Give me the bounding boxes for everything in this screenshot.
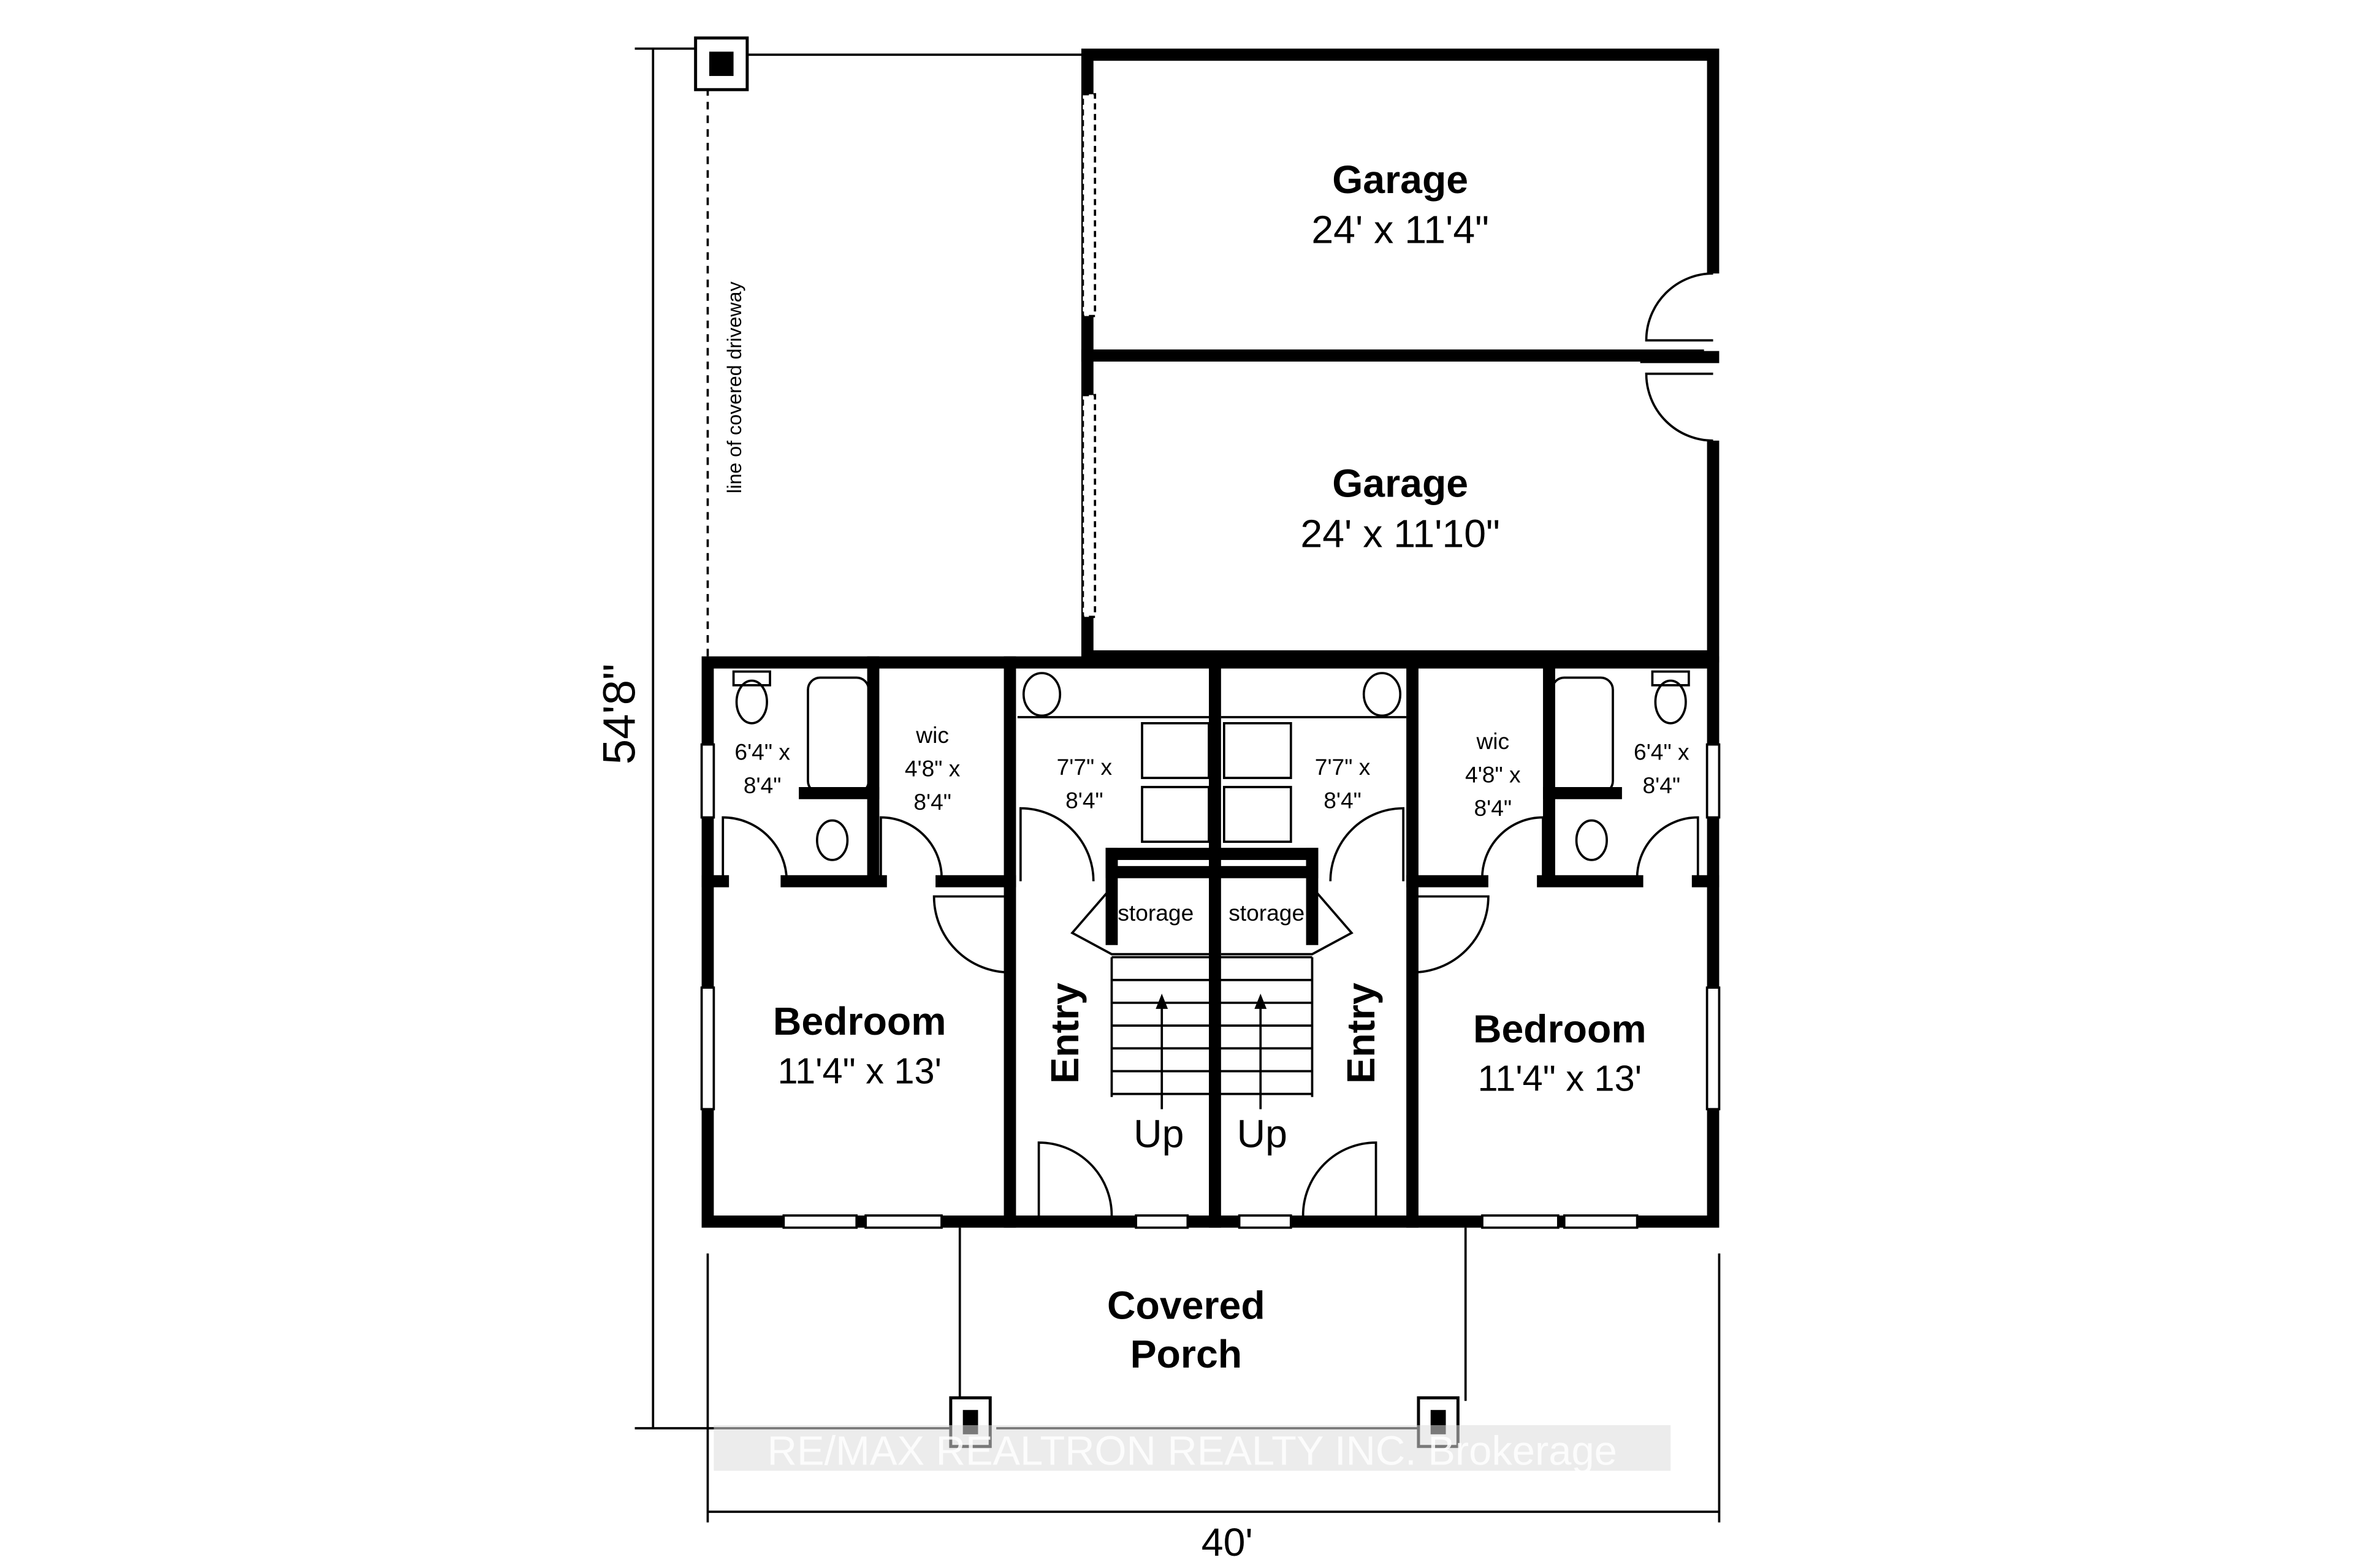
left-wic-name: wic [915,722,949,748]
right-wic-size-1: 4'8" x [1465,762,1521,788]
left-wic-size-1: 4'8" x [905,756,961,782]
width-label: 40' [1202,1520,1253,1564]
left-bath-size-2: 8'4" [744,772,782,798]
garage-2-size: 24' x 11'10" [1300,511,1500,555]
left-storage: storage [1118,900,1194,926]
left-laundry-size-1: 7'7" x [1057,754,1113,780]
width-dimension: 40' [706,1253,1721,1564]
covered-porch: Covered Porch [949,1227,1467,1448]
living-block: storage storage Up Up 6'4" x 8'4" wic 4'… [700,656,1721,1229]
right-wic-size-2: 8'4" [1474,795,1512,821]
watermark: RE/MAX REALTRON REALTY INC. Brokerage [768,1428,1617,1474]
left-bedroom-size: 11'4" x 13' [777,1050,941,1091]
porch-label-2: Porch [1130,1332,1242,1376]
covered-driveway: line of covered driveway [694,36,1087,657]
right-entry: Entry [1339,983,1383,1084]
right-bedroom-name: Bedroom [1473,1007,1647,1051]
garage-2-name: Garage [1332,462,1468,506]
porch-label-1: Covered [1107,1283,1265,1327]
garage-block: Garage 24' x 11'4" Garage 24' x 11'10" [1081,48,1723,663]
garage-1-size: 24' x 11'4" [1311,208,1489,252]
right-bedroom-size: 11'4" x 13' [1478,1058,1642,1099]
left-wic-size-2: 8'4" [913,789,951,815]
left-bedroom-name: Bedroom [773,999,947,1043]
right-bath-size-2: 8'4" [1642,772,1680,798]
stairs [1110,956,1314,1109]
right-stairs-up: Up [1237,1111,1287,1155]
right-storage: storage [1228,900,1305,926]
right-laundry-size-2: 8'4" [1324,788,1362,813]
left-laundry-size-2: 8'4" [1065,788,1103,813]
driveway-note: line of covered driveway [723,281,745,493]
depth-label: 54'8" [594,664,645,765]
right-bath-size-1: 6'4" x [1634,739,1689,764]
left-bath-size-1: 6'4" x [734,739,790,764]
right-laundry-size-1: 7'7" x [1315,754,1371,780]
garage-1-name: Garage [1332,158,1468,202]
depth-dimension: 54'8" [594,47,957,1429]
left-entry: Entry [1043,983,1087,1084]
left-stairs-up: Up [1133,1111,1184,1155]
right-wic-name: wic [1476,728,1509,754]
